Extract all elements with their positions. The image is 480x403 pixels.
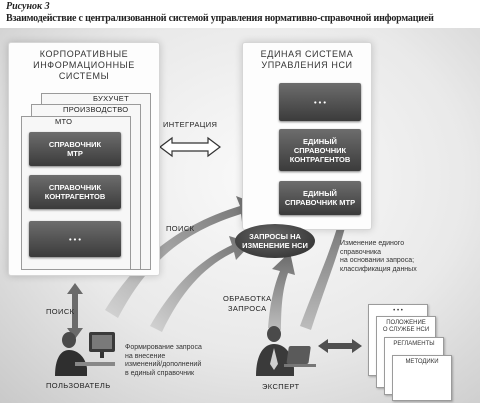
figure-title: Взаимодействие с централизованной систем…: [6, 13, 434, 24]
integration-label: ИНТЕГРАЦИЯ: [163, 120, 218, 129]
expert-change-note: Изменение единого справочника на основан…: [340, 240, 417, 274]
user-label: ПОЛЬЗОВАТЕЛЬ: [46, 381, 111, 390]
unified-nsi-panel: ЕДИНАЯ СИСТЕМА УПРАВЛЕНИЯ НСИ • • • ЕДИН…: [242, 42, 372, 230]
module-line: СПРАВОЧНИК: [48, 183, 102, 192]
user-figure-icon: [55, 332, 115, 376]
corporate-systems-title: КОРПОРАТИВНЫЕ ИНФОРМАЦИОННЫЕ СИСТЕМЫ: [9, 49, 159, 82]
requests-line: ЗАПРОСЫ НА: [249, 232, 301, 241]
document-line: ПОЛОЖЕНИЕ: [386, 320, 426, 326]
module-line: ЕДИНЫЙ: [303, 189, 337, 198]
processing-arrow: [268, 252, 295, 330]
module-line: • • •: [313, 97, 327, 107]
title-line: СИСТЕМЫ: [58, 71, 110, 81]
search-label-center: ПОИСК: [166, 224, 195, 233]
note-line: классификация данных: [340, 265, 417, 273]
corporate-systems-panel: КОРПОРАТИВНЫЕ ИНФОРМАЦИОННЫЕ СИСТЕМЫ БУХ…: [8, 42, 160, 276]
document-label: ПОЛОЖЕНИЕ О СЛУЖБЕ НСИ: [377, 320, 435, 334]
module-line: КОНТРАГЕНТОВ: [44, 192, 106, 201]
module-line: • • •: [68, 234, 82, 244]
note-line: Формирование запроса: [125, 344, 202, 351]
layer-accounting-label: БУХУЧЕТ: [93, 94, 129, 103]
module-line: СПРАВОЧНИК: [293, 145, 347, 155]
user-request-note: Формирование запроса на внесение изменен…: [125, 344, 202, 378]
integration-double-arrow: [159, 136, 221, 158]
module-other: • • •: [29, 221, 121, 257]
title-line: ЕДИНАЯ СИСТЕМА: [260, 49, 354, 59]
note-line: на основании запроса;: [340, 257, 415, 264]
document-line: О СЛУЖБЕ НСИ: [382, 327, 430, 333]
layer-production-label: ПРОИЗВОДСТВО: [63, 105, 129, 114]
processing-line: ЗАПРОСА: [227, 304, 267, 313]
expert-figure-icon: [256, 326, 316, 376]
module-line: СПРАВОЧНИК: [48, 140, 102, 149]
diagram-stage: КОРПОРАТИВНЫЕ ИНФОРМАЦИОННЫЕ СИСТЕМЫ БУХ…: [0, 28, 480, 403]
document-label: РЕГЛАМЕНТЫ: [393, 341, 435, 347]
expert-label: ЭКСПЕРТ: [262, 382, 300, 391]
module-line: СПРАВОЧНИК МТР: [284, 198, 356, 207]
documents-double-arrow: [318, 339, 362, 353]
layer-mto-label: МТО: [55, 117, 73, 126]
module-line: ЕДИНЫЙ: [303, 136, 337, 146]
document-methods: МЕТОДИКИ: [392, 355, 452, 401]
module-line: КОНТРАГЕНТОВ: [289, 154, 351, 164]
note-line: Изменение единого: [340, 240, 405, 247]
note-line: в единый справочник: [125, 369, 195, 377]
title-line: КОРПОРАТИВНЫЕ: [39, 49, 129, 59]
expert-update-arrow: [300, 200, 353, 330]
note-line: изменений/дополнений: [125, 361, 202, 368]
note-line: справочника: [340, 248, 381, 256]
processing-line: ОБРАБОТКА: [223, 294, 272, 303]
search-label-left: ПОИСК: [46, 307, 75, 316]
module-line: МТР: [67, 149, 83, 158]
registry-other: • • •: [279, 83, 361, 121]
title-line: ИНФОРМАЦИОННЫЕ: [33, 60, 135, 70]
requests-line: ИЗМЕНЕНИЕ НСИ: [242, 241, 308, 250]
figure-number: Рисунок 3: [6, 1, 50, 12]
title-line: УПРАВЛЕНИЯ НСИ: [261, 60, 353, 70]
processing-label: ОБРАБОТКА ЗАПРОСА: [223, 294, 271, 314]
left-search-double-arrow: [67, 283, 83, 339]
unified-nsi-title: ЕДИНАЯ СИСТЕМА УПРАВЛЕНИЯ НСИ: [243, 49, 371, 71]
document-label: МЕТОДИКИ: [405, 359, 439, 365]
note-line: на внесение: [125, 352, 166, 360]
document-label: • • •: [393, 308, 403, 314]
